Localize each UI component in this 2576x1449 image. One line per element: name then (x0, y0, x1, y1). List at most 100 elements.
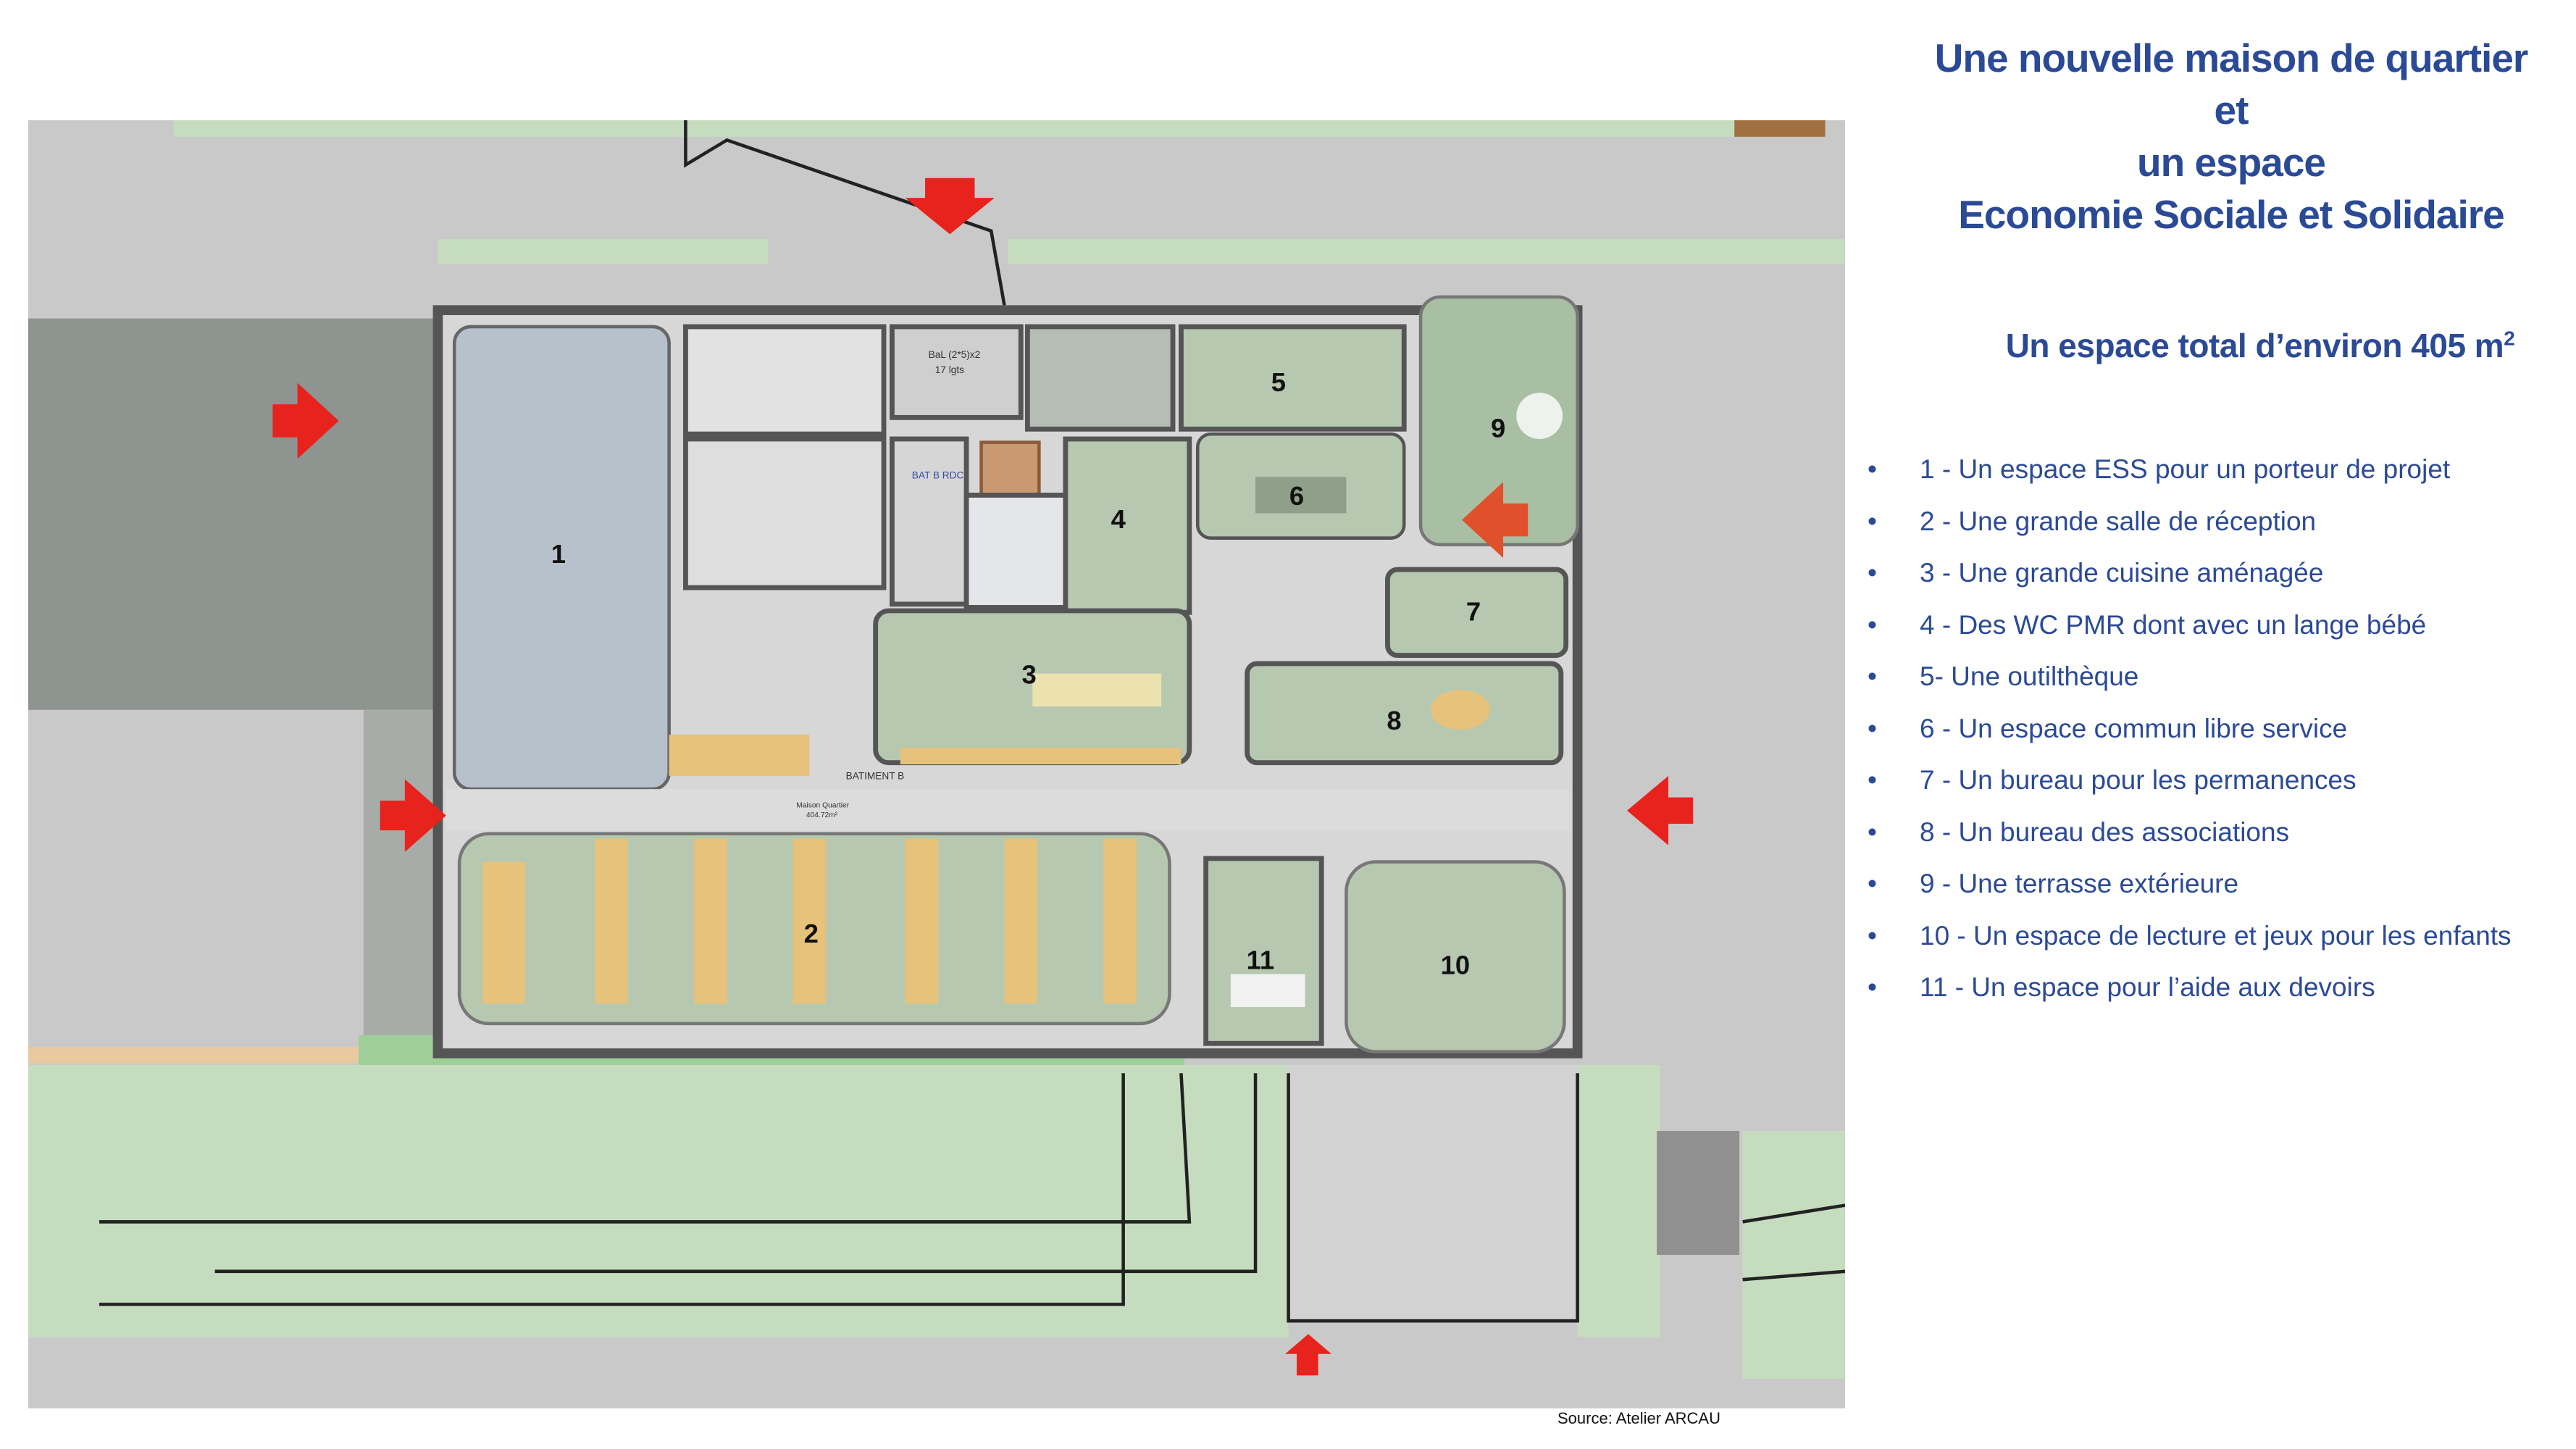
room-7 (1385, 567, 1569, 658)
lawn-bottom (28, 1064, 1289, 1337)
label-bal: BaL (2*5)x2 (929, 349, 981, 360)
room-stairs-top (1024, 324, 1176, 432)
list-item-text: 4 - Des WC PMR dont avec un lange bébé (1920, 609, 2427, 640)
arrow-top (905, 178, 995, 235)
arrow-bottom (1285, 1334, 1331, 1376)
list-item: • 6 - Un espace commun libre service (1868, 711, 2563, 746)
list-item-text: 9 - Une terrasse extérieure (1920, 869, 2239, 898)
bar-counter (900, 748, 1182, 764)
bullet-icon: • (1868, 454, 1877, 484)
room-sanitary (683, 324, 887, 437)
room-list: • 1 - Un espace ESS pour un porteur de pr… (1868, 452, 2563, 1022)
bullet-icon: • (1868, 558, 1877, 588)
subtitle-superscript: 2 (2504, 327, 2515, 350)
arrow-right (1627, 775, 1694, 845)
lawn-far-right (1742, 1131, 1845, 1379)
parking-left (28, 318, 438, 710)
list-item-text: 11 - Un espace pour l’aide aux devoirs (1920, 972, 2375, 1002)
side-strip (363, 709, 438, 1040)
list-item-text: 6 - Un espace commun libre service (1920, 713, 2348, 743)
list-item: • 1 - Un espace ESS pour un porteur de pr… (1868, 452, 2563, 487)
list-item: • 3 - Une grande cuisine aménagée (1868, 556, 2563, 590)
list-item-text: 10 - Un espace de lecture et jeux pour l… (1920, 920, 2512, 951)
room-wc-left (683, 436, 887, 590)
kitchen-counter (669, 734, 810, 776)
list-item: • 8 - Un bureau des associations (1868, 815, 2563, 850)
bullet-icon: • (1868, 972, 1877, 1002)
corridor (446, 789, 1570, 831)
room-bal (890, 324, 1024, 420)
list-item: • 9 - Une terrasse extérieure (1868, 867, 2563, 901)
lawn-top (173, 120, 1826, 137)
list-item-text: 5- Une outilthèque (1920, 661, 2139, 691)
room-number-7: 7 (1466, 597, 1481, 627)
room-number-11: 11 (1247, 945, 1275, 975)
room-number-4: 4 (1111, 504, 1126, 534)
bullet-icon: • (1868, 661, 1877, 691)
meeting-table (1430, 690, 1490, 730)
paved-bottom (1288, 1064, 1578, 1321)
room-10 (1345, 860, 1566, 1053)
source-credit: Source: Atelier ARCAU (1557, 1409, 1720, 1427)
bullet-icon: • (1868, 920, 1877, 951)
title-line: Economie Sociale et Solidaire (1958, 192, 2505, 237)
room-4 (1063, 436, 1192, 615)
bullet-icon: • (1868, 713, 1877, 743)
room-number-10: 10 (1441, 950, 1471, 980)
room-6-table (1255, 477, 1347, 514)
arrow-left-top (272, 383, 339, 459)
list-item-text: 8 - Un bureau des associations (1920, 817, 2290, 847)
bullet-icon: • (1868, 869, 1877, 898)
bullet-icon: • (1868, 765, 1877, 795)
floor-plan: 1 2 3 4 5 6 7 8 9 10 11 BAT B RDC BATIME… (28, 120, 1845, 1408)
room-number-2: 2 (804, 919, 819, 948)
list-item: • 11 - Un espace pour l’aide aux devoirs (1868, 970, 2563, 1005)
terrace-table (1516, 393, 1563, 439)
label-lgts: 17 lgts (935, 364, 964, 375)
subtitle-text: Un espace total d’environ 405 m (2005, 327, 2504, 364)
path-lines (99, 120, 1845, 1323)
list-item-text: 7 - Un bureau pour les permanences (1920, 765, 2357, 795)
lift (979, 440, 1041, 497)
entrance-arrows (272, 178, 1694, 1376)
list-item-text: 2 - Une grande salle de réception (1920, 506, 2317, 536)
room-number-8: 8 (1387, 706, 1401, 735)
room-11-desk (1230, 974, 1305, 1008)
list-item: • 2 - Une grande salle de réception (1868, 504, 2563, 539)
arrow-left-bottom (380, 779, 446, 852)
room-number-6: 6 (1289, 481, 1304, 511)
list-item: • 4 - Des WC PMR dont avec un lange bébé (1868, 608, 2563, 643)
lawn-top-right (1008, 239, 1845, 264)
room-number-9: 9 (1491, 414, 1505, 443)
lawn-bottom-right (1577, 1064, 1660, 1337)
list-item-text: 3 - Une grande cuisine aménagée (1920, 558, 2324, 588)
kitchen-island (1032, 673, 1162, 707)
room-bat-b-rdc (890, 436, 969, 607)
stairs-outdoor (1657, 1131, 1740, 1256)
orange-strip (28, 1046, 359, 1064)
reception-tables (482, 838, 1137, 1004)
list-item: • 7 - Un bureau pour les permanences (1868, 763, 2563, 798)
label-batiment-b: BATIMENT B (846, 771, 905, 782)
list-item: • 10 - Un espace de lecture et jeux pour … (1868, 919, 2563, 953)
total-area-subtitle: Un espace total d’environ 405 m2 (1898, 326, 2576, 365)
room-1 (452, 325, 671, 791)
label-area: 404.72m² (806, 811, 838, 819)
bullet-icon: • (1868, 817, 1877, 847)
title-line: Une nouvelle maison de quartier (1934, 36, 2529, 80)
list-item: • 5- Une outilthèque (1868, 659, 2563, 694)
bullet-icon: • (1868, 506, 1877, 536)
room-11 (1203, 856, 1324, 1046)
list-item-text: 1 - Un espace ESS pour un porteur de pro… (1920, 454, 2451, 484)
label-maison-quartier: Maison Quartier (796, 801, 850, 809)
room-number-5: 5 (1271, 367, 1286, 397)
room-number-3: 3 (1022, 659, 1037, 689)
wood-deck (1734, 120, 1826, 137)
label-bat-b-rdc: BAT B RDC (912, 470, 964, 481)
room-5 (1179, 324, 1407, 432)
title-line: un espace (2136, 140, 2326, 185)
room-number-1: 1 (551, 539, 566, 569)
lawn-top-strip (438, 239, 769, 264)
slide-title: Une nouvelle maison de quartier et un es… (1854, 32, 2576, 241)
bullet-icon: • (1868, 609, 1877, 640)
